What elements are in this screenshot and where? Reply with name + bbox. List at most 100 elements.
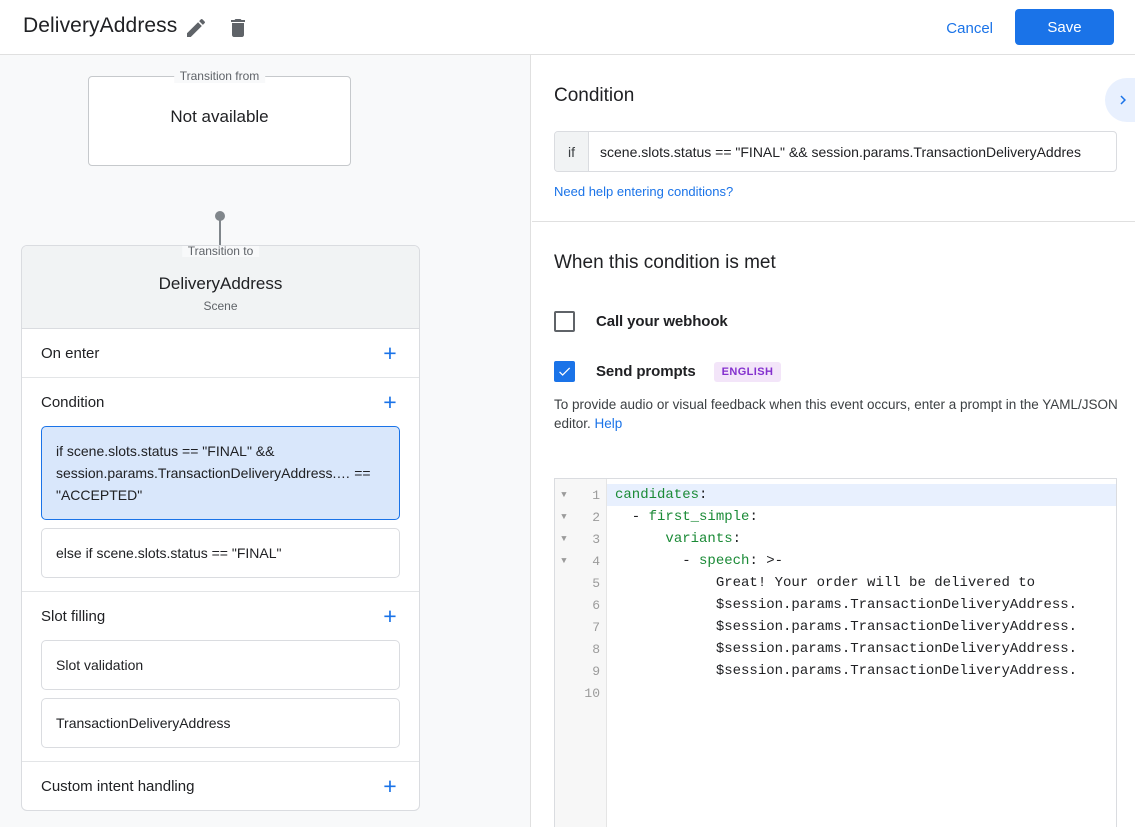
condition-heading: Condition bbox=[554, 85, 635, 106]
yaml-punct: : bbox=[732, 531, 742, 547]
section-header[interactable]: Custom intent handling + bbox=[22, 762, 419, 810]
list-item[interactable]: else if scene.slots.status == "FINAL" bbox=[41, 528, 400, 578]
gutter-row: 6 bbox=[555, 594, 606, 616]
section-header[interactable]: Slot filling + bbox=[22, 592, 419, 640]
section-body: if scene.slots.status == "FINAL" && sess… bbox=[22, 426, 419, 591]
add-icon[interactable]: + bbox=[383, 388, 397, 415]
code-line[interactable]: variants: bbox=[607, 528, 1116, 550]
yaml-text: $session.params.TransactionDeliveryAddre… bbox=[615, 597, 1078, 613]
gutter-row: ▼1 bbox=[555, 484, 606, 506]
list-item[interactable]: TransactionDeliveryAddress bbox=[41, 698, 400, 748]
code-line[interactable]: $session.params.TransactionDeliveryAddre… bbox=[607, 616, 1116, 638]
add-icon[interactable]: + bbox=[383, 772, 397, 799]
code-indent: - bbox=[615, 509, 649, 525]
line-number: 8 bbox=[592, 641, 600, 657]
gutter-row: 5 bbox=[555, 572, 606, 594]
condition-if-label: if bbox=[555, 132, 589, 171]
line-number: 1 bbox=[592, 487, 600, 503]
code-line[interactable]: Great! Your order will be delivered to bbox=[607, 572, 1116, 594]
fold-arrow-icon[interactable]: ▼ bbox=[561, 556, 567, 566]
code-line[interactable]: - speech: >- bbox=[607, 550, 1116, 572]
transition-to-card: Transition to DeliveryAddress Scene On e… bbox=[21, 245, 420, 811]
section-title: Slot filling bbox=[41, 607, 106, 625]
yaml-key: variants bbox=[665, 531, 733, 547]
send-prompts-row[interactable]: Send prompts ENGLISH bbox=[554, 361, 782, 382]
code-line[interactable]: $session.params.TransactionDeliveryAddre… bbox=[607, 594, 1116, 616]
yaml-punct: : bbox=[749, 509, 758, 525]
yaml-punct: : bbox=[699, 487, 708, 503]
expand-panel-button[interactable] bbox=[1105, 78, 1135, 122]
transition-from-value: Not available bbox=[170, 107, 269, 126]
line-number: 10 bbox=[584, 685, 600, 701]
save-button[interactable]: Save bbox=[1015, 9, 1114, 45]
condition-help-link[interactable]: Need help entering conditions? bbox=[554, 184, 734, 199]
gutter-row: ▼3 bbox=[555, 528, 606, 550]
code-indent: - bbox=[615, 553, 700, 569]
gutter-row: ▼2 bbox=[555, 506, 606, 528]
call-webhook-label: Call your webhook bbox=[596, 313, 728, 330]
send-prompts-checkbox[interactable] bbox=[554, 361, 575, 382]
section-title: Condition bbox=[41, 393, 105, 411]
yaml-text: $session.params.TransactionDeliveryAddre… bbox=[615, 641, 1078, 657]
list-item[interactable]: Slot validation bbox=[41, 640, 400, 690]
check-icon bbox=[559, 367, 571, 376]
yaml-text: Great! Your order will be delivered to bbox=[615, 575, 1036, 591]
scene-sections: On enter + Condition + if scene.slots.status… bbox=[22, 329, 419, 810]
yaml-text: $session.params.TransactionDeliveryAddre… bbox=[615, 663, 1078, 679]
trash-icon[interactable] bbox=[226, 16, 250, 40]
condition-section: Condition if Need help entering conditio… bbox=[532, 55, 1135, 222]
line-number: 7 bbox=[592, 619, 600, 635]
line-number: 6 bbox=[592, 597, 600, 613]
section-title: Custom intent handling bbox=[41, 777, 195, 795]
scene-type: Scene bbox=[203, 299, 238, 313]
send-prompts-label: Send prompts bbox=[596, 363, 696, 380]
section-title: On enter bbox=[41, 344, 100, 362]
editor-code-area[interactable]: candidates: - first_simple: variants: - … bbox=[607, 479, 1116, 827]
language-badge: ENGLISH bbox=[713, 361, 782, 382]
section-header[interactable]: On enter + bbox=[22, 329, 419, 377]
transition-from-card[interactable]: Transition from Not available bbox=[88, 69, 351, 166]
code-indent bbox=[615, 531, 665, 547]
condition-input-group: if bbox=[554, 131, 1117, 172]
line-number: 4 bbox=[592, 553, 600, 569]
scene-section: Custom intent handling + bbox=[22, 762, 419, 810]
gutter-row: 9 bbox=[555, 660, 606, 682]
scene-name: DeliveryAddress bbox=[158, 274, 283, 293]
transition-to-legend: Transition to bbox=[181, 246, 260, 257]
chevron-right-icon bbox=[1120, 95, 1126, 105]
gutter-row: 10 bbox=[555, 682, 606, 704]
call-webhook-row[interactable]: Call your webhook bbox=[554, 311, 728, 332]
app-header: DeliveryAddress Cancel Save bbox=[0, 0, 1135, 55]
prompts-help-link[interactable]: Help bbox=[594, 416, 623, 431]
gutter-row: 7 bbox=[555, 616, 606, 638]
yaml-key: speech bbox=[699, 553, 750, 569]
fold-arrow-icon[interactable]: ▼ bbox=[561, 512, 567, 522]
code-line[interactable]: $session.params.TransactionDeliveryAddre… bbox=[607, 638, 1116, 660]
prompts-description: To provide audio or visual feedback when… bbox=[554, 395, 1119, 433]
cancel-button[interactable]: Cancel bbox=[936, 12, 1003, 44]
code-line[interactable]: - first_simple: bbox=[607, 506, 1116, 528]
code-line[interactable]: candidates: bbox=[607, 484, 1116, 506]
add-icon[interactable]: + bbox=[383, 602, 397, 629]
call-webhook-checkbox[interactable] bbox=[554, 311, 575, 332]
scene-card-header[interactable]: Transition to DeliveryAddress Scene bbox=[22, 246, 419, 329]
transition-graph-panel: Transition from Not available Transition… bbox=[0, 55, 531, 827]
fold-arrow-icon[interactable]: ▼ bbox=[561, 490, 567, 500]
pencil-icon[interactable] bbox=[184, 16, 208, 40]
add-icon[interactable]: + bbox=[383, 339, 397, 366]
condition-chip-selected[interactable]: if scene.slots.status == "FINAL" && sess… bbox=[41, 426, 400, 520]
transition-from-legend: Transition from bbox=[173, 69, 266, 83]
line-number: 3 bbox=[592, 531, 600, 547]
code-line[interactable] bbox=[607, 682, 1116, 704]
section-header[interactable]: Condition + bbox=[22, 378, 419, 426]
condition-input[interactable] bbox=[589, 132, 1116, 171]
fold-arrow-icon[interactable]: ▼ bbox=[561, 534, 567, 544]
code-line[interactable]: $session.params.TransactionDeliveryAddre… bbox=[607, 660, 1116, 682]
prompts-description-text: To provide audio or visual feedback when… bbox=[554, 397, 1118, 431]
yaml-text: $session.params.TransactionDeliveryAddre… bbox=[615, 619, 1078, 635]
yaml-punct: : >- bbox=[749, 553, 784, 569]
line-number: 9 bbox=[592, 663, 600, 679]
